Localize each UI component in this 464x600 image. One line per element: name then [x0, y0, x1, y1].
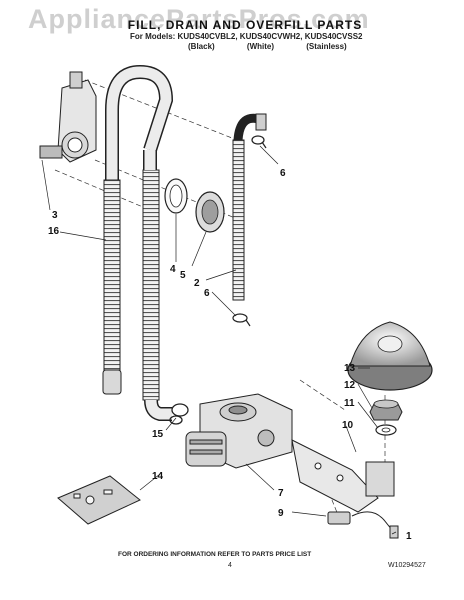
- drain-hose-clamp: [169, 403, 189, 425]
- callout-7: 7: [278, 488, 284, 499]
- callout-16: 16: [48, 226, 60, 237]
- callout-12: 12: [344, 380, 356, 391]
- page-title: FILL, DRAIN AND OVERFILL PARTS: [127, 18, 363, 32]
- callout-9: 9: [278, 508, 284, 519]
- callout-11: 11: [344, 398, 355, 409]
- float-switch-bracket: [291, 439, 395, 513]
- overfill-float-housing: [39, 71, 97, 163]
- callout-10: 10: [342, 420, 354, 431]
- variant-black: (Black): [188, 42, 215, 51]
- callout-5: 5: [180, 270, 186, 281]
- ordering-info: FOR ORDERING INFORMATION REFER TO PARTS …: [118, 551, 312, 558]
- callout-1: 1: [406, 531, 412, 542]
- callout-2: 2: [194, 278, 200, 289]
- fill-hose: [232, 113, 267, 301]
- float-nut: [369, 399, 403, 421]
- drain-adapter: [195, 191, 225, 233]
- grommet: [164, 178, 188, 214]
- variant-white: (White): [246, 42, 275, 51]
- model-list: For Models: KUDS40CVBL2, KUDS40CVWH2, KU…: [130, 32, 363, 41]
- callout-15: 15: [152, 429, 164, 440]
- model-variants: (Black) (White) (Stainless): [188, 42, 368, 51]
- watermark: AppliancePartsPros.com: [28, 4, 370, 34]
- callout-labels: 1 2 3 4 5 6 6 7 9 10 11 12 13 14 15 16: [48, 168, 412, 542]
- callout-6-upper: 6: [280, 168, 286, 179]
- hose-clamp-lower: [232, 313, 251, 327]
- callout-13: 13: [344, 363, 356, 374]
- parts-bag: [57, 475, 141, 525]
- float-cap: [347, 321, 433, 391]
- document-number: W10294527: [388, 562, 426, 569]
- wire-harness: [351, 511, 399, 539]
- drain-hose: [102, 64, 174, 421]
- page-number: 4: [228, 562, 232, 569]
- float-switch: [327, 511, 351, 525]
- callout-6-lower: 6: [204, 288, 210, 299]
- variant-stainless: (Stainless): [306, 42, 347, 51]
- callout-3: 3: [52, 210, 58, 221]
- float-washer: [375, 424, 397, 436]
- callout-4: 4: [170, 264, 176, 275]
- pump-motor-assembly: [185, 393, 293, 469]
- callout-14: 14: [152, 471, 164, 482]
- leader-lines: [41, 145, 397, 535]
- hose-clamp-upper: [251, 135, 267, 149]
